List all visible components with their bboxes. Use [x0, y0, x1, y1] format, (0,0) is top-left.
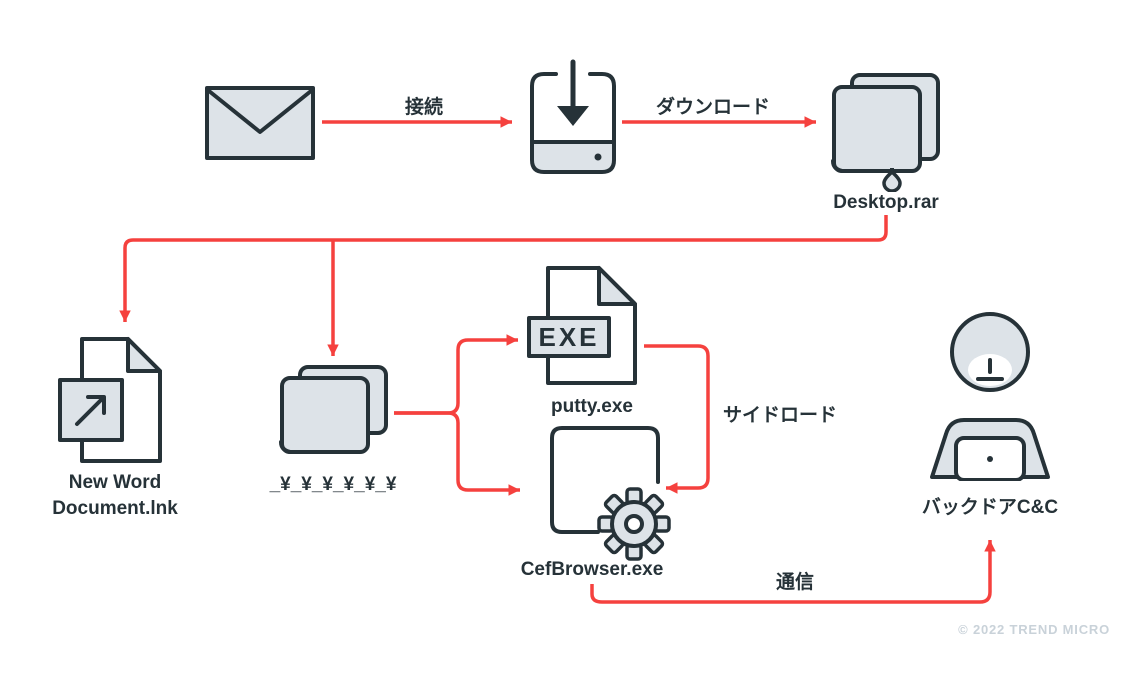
exe-badge — [527, 316, 611, 358]
archive-page-curl — [831, 159, 844, 173]
edge-label-download: ダウンロード — [655, 97, 770, 118]
archive-front-sheet — [832, 85, 922, 173]
node-email — [205, 86, 315, 160]
exe-file-icon: EXE — [527, 266, 637, 385]
node-folder — [276, 364, 392, 460]
node-putty: EXE — [527, 265, 639, 387]
archive-label: Desktop.rar — [833, 192, 939, 213]
node-cefbrowser — [546, 420, 676, 566]
download-indicator-dot — [594, 153, 602, 161]
download-icon — [530, 59, 616, 174]
cefbrowser-label: CefBrowser.exe — [520, 559, 664, 580]
zipper-pull — [882, 169, 902, 192]
folder-files-icon — [279, 365, 388, 454]
putty-label: putty.exe — [550, 396, 633, 417]
edge-label-connect: 接続 — [404, 97, 443, 118]
edge-folder-to-putty — [394, 334, 518, 415]
envelope-flap — [207, 89, 313, 134]
folder-front-sheet — [280, 376, 370, 454]
shortcut-label: New Word Document.lnk — [52, 472, 178, 519]
gear-hole — [624, 514, 644, 534]
edge-label-sideload: サイドロード — [722, 405, 837, 426]
archive-file-icon — [831, 73, 940, 192]
edge-label-communicate: 通信 — [775, 572, 814, 593]
gear-icon — [597, 487, 671, 561]
download-arrow-head — [557, 106, 589, 126]
shortcut-document-icon — [58, 337, 162, 463]
copyright: © 2022 TREND MICRO — [958, 622, 1110, 637]
shortcut-arrow-head — [86, 395, 106, 415]
shortcut-arrow-shaft — [75, 397, 104, 426]
node-backdoor — [928, 306, 1052, 481]
envelope-body — [205, 86, 315, 160]
hooded-actor-icon — [930, 312, 1050, 481]
window-outline — [550, 426, 660, 534]
document-fold — [126, 337, 162, 373]
download-tray — [532, 142, 614, 172]
laptop-dot — [987, 456, 993, 462]
hood-outline — [950, 312, 1030, 392]
folder-label: _¥_¥_¥_¥_¥_¥ — [269, 474, 397, 495]
download-device-outline — [530, 72, 616, 174]
folder-page-curl — [279, 440, 292, 454]
node-downloader — [528, 58, 618, 178]
envelope-icon — [205, 86, 315, 160]
edge-archive-to-shortcut — [119, 215, 888, 322]
node-archive — [828, 72, 943, 192]
document-fold — [597, 266, 637, 306]
backdoor-label: バックドアC&C — [921, 497, 1059, 518]
node-shortcut — [56, 336, 171, 464]
exe-badge-text: EXE — [538, 322, 599, 352]
gear-file-icon — [550, 426, 671, 561]
